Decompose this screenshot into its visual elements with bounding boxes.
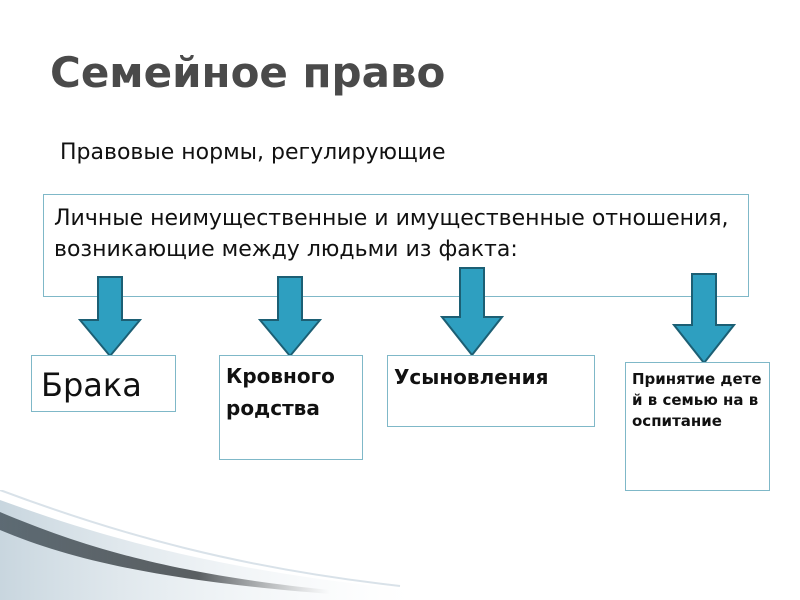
main-definition-box: Личные неимущественные и имущественные о…	[43, 194, 749, 297]
box-foster-care: Принятие детей в семью на воспитание	[625, 362, 770, 491]
down-arrow-icon	[672, 273, 736, 365]
down-arrow-icon	[440, 267, 504, 357]
box-marriage: Брака	[31, 355, 176, 412]
page-subtitle: Правовые нормы, регулирующие	[60, 140, 446, 165]
page-title: Семейное право	[50, 48, 446, 97]
box-kinship: Кровного родства	[219, 355, 363, 460]
box-adoption: Усыновления	[387, 355, 595, 427]
down-arrow-icon	[78, 276, 142, 358]
decorative-swoosh	[0, 490, 410, 600]
down-arrow-icon	[258, 276, 322, 358]
